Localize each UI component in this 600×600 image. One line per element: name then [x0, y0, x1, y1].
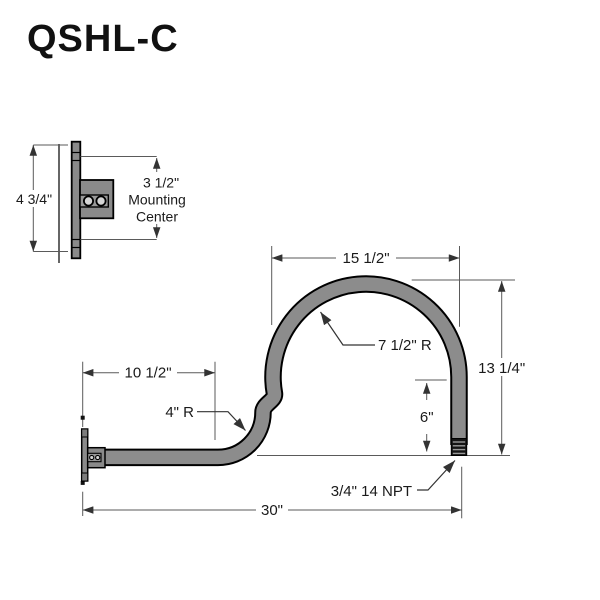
small-radius-callout: 4" R: [165, 404, 246, 431]
plate-height-dimension: 4 3/4": [12, 144, 68, 252]
bolt-hole: [95, 195, 107, 207]
large-radius-label: 7 1/2" R: [378, 337, 432, 354]
overall-width-dimension: 30": [82, 501, 462, 519]
small-radius-label: 4" R: [165, 404, 194, 421]
overall-height-dimension: 13 1/4": [474, 280, 529, 455]
extension-lines: [82, 246, 515, 519]
arm-reach-label: 10 1/2": [124, 365, 171, 382]
part-number-title: QSHL-C: [27, 18, 179, 60]
bolt-hole: [83, 195, 95, 207]
plate-tab-bottom: [80, 480, 85, 485]
overall-height-label: 13 1/4": [478, 360, 525, 377]
arm-reach-dimension: 10 1/2": [82, 363, 215, 382]
mounting-plate-detail-view: 4 3/4" 3 1/2" Mounting Center: [12, 140, 186, 263]
thread-callout: 3/4" 14 NPT: [331, 460, 456, 500]
straight-drop-dimension: 6": [420, 382, 434, 452]
mounting-center-dimension: 3 1/2" Mounting Center: [80, 156, 186, 240]
straight-drop-label: 6": [420, 409, 434, 426]
large-radius-callout: 7 1/2" R: [320, 311, 432, 354]
mounting-center-label-line2: Mounting: [128, 192, 186, 208]
mounting-plate-side-view: [70, 140, 82, 260]
top-width-label: 15 1/2": [342, 250, 389, 267]
overall-width-label: 30": [261, 502, 283, 519]
thread-label: 3/4" 14 NPT: [331, 483, 412, 500]
plate-tab-top: [80, 415, 85, 420]
top-width-dimension: 15 1/2": [271, 249, 460, 267]
mounting-center-label-line1: 3 1/2": [143, 175, 179, 191]
mounting-center-label-line3: Center: [136, 209, 178, 225]
npt-threaded-tip: [450, 438, 468, 456]
wall-plate-main-view: [80, 415, 106, 485]
plate-height-label: 4 3/4": [16, 191, 52, 207]
gooseneck-arm-main-view: 15 1/2" 13 1/4" 6" 10 1/2": [80, 246, 529, 519]
gooseneck-tube: [104, 277, 466, 465]
